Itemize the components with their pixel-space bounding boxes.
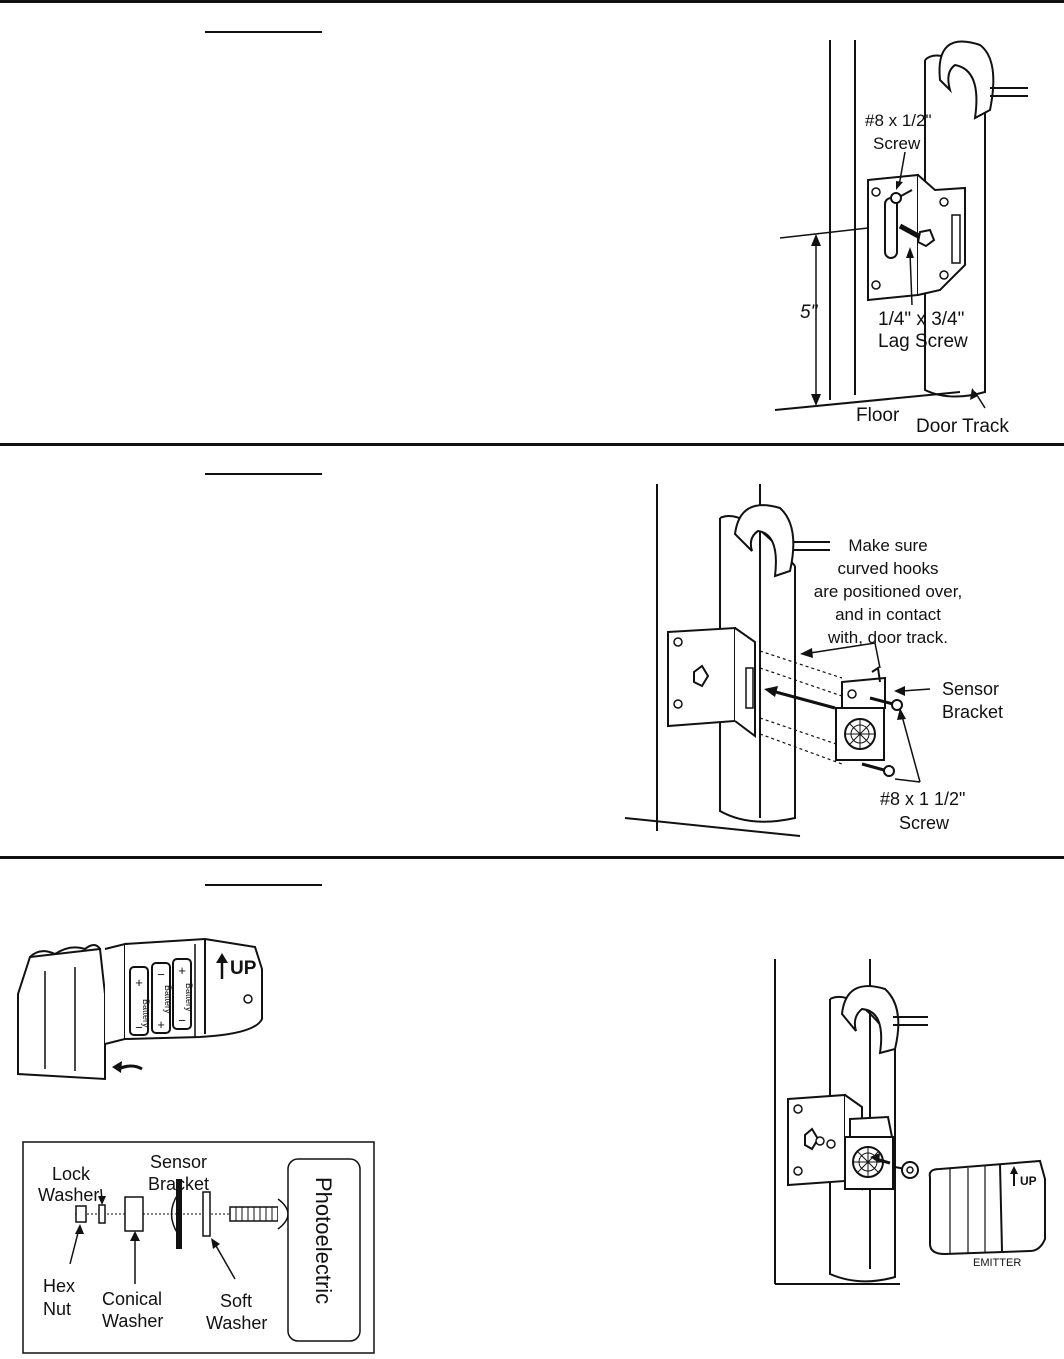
conical-washer-label-1: Conical [102, 1289, 162, 1309]
door-track-label: Door Track [916, 416, 1009, 437]
sensor-bracket [841, 666, 886, 713]
battery-2-minus: − [157, 967, 165, 982]
sensor-bracket-part-label-1: Sensor [150, 1152, 207, 1172]
top-rule [0, 0, 1064, 3]
sensor-bracket-plate-icon [176, 1179, 182, 1249]
sensor-bracket-part-label-2: Bracket [148, 1174, 209, 1194]
emitter-up-label: UP [1020, 1174, 1037, 1188]
emitter-unit [928, 1159, 1046, 1256]
soft-washer-icon [202, 1191, 211, 1237]
step2-note-line-1: Make sure [848, 536, 927, 555]
step1-illustration: #8 x 1/2" Screw 1/4" x 3/4" Lag Screw 5"… [774, 40, 1028, 437]
sensor-bracket-label-2: Bracket [942, 702, 1003, 722]
exploded-parts [75, 1158, 361, 1342]
lock-washer-icon [98, 1204, 106, 1224]
emitter-label: EMITTER [973, 1257, 1021, 1269]
step3-illustration: + Battery − − Battery + + Battery − UP [17, 937, 1046, 1354]
battery-3-minus: − [178, 1013, 186, 1028]
door-track [829, 985, 928, 1283]
bracket-screw-icon [861, 696, 903, 777]
soft-washer-label-2: Washer [206, 1313, 267, 1333]
washer-and-nut-icon [815, 1136, 919, 1179]
floor-label: Floor [856, 405, 900, 426]
battery-3-plus: + [178, 963, 186, 978]
battery-1-minus: − [135, 1020, 143, 1035]
step1-screw-label-1: #8 x 1/2" [865, 111, 932, 130]
door-track [924, 40, 1028, 398]
mounting-bracket [867, 173, 966, 302]
step3-heading-underline [205, 884, 322, 886]
hex-nut-label-1: Hex [43, 1276, 75, 1296]
conical-washer-label-2: Washer [102, 1311, 163, 1331]
step3-panel: + Battery − − Battery + + Battery − UP [0, 859, 1064, 1359]
step2-heading-underline [205, 473, 322, 475]
battery-2-plus: + [157, 1017, 165, 1032]
small-screw-icon [890, 189, 913, 204]
battery-3-label: Battery [184, 983, 194, 1012]
mounted-bracket [667, 626, 756, 738]
height-dimension-label: 5" [800, 302, 819, 323]
battery-1-label: Battery [141, 999, 151, 1028]
up-label: UP [230, 958, 257, 979]
step2-illustration: Make sure curved hooks are positioned ov… [624, 484, 1003, 837]
conical-washer-icon [124, 1196, 144, 1232]
hex-nut-label-2: Nut [43, 1299, 71, 1319]
lag-screw-icon [898, 223, 936, 248]
photo-sensor-icon [835, 707, 885, 761]
up-arrow-icon [216, 953, 228, 979]
lock-washer-label-2: Washer [38, 1185, 99, 1205]
step1-lag-label-2: Lag Screw [878, 331, 968, 352]
threaded-stud-icon [229, 1198, 289, 1230]
section-divider-2 [0, 856, 1064, 859]
section-divider-1 [0, 443, 1064, 446]
lock-washer-label-1: Lock [52, 1164, 91, 1184]
step1-heading-underline [205, 31, 322, 33]
step2-note-line-5: with, door track. [827, 628, 948, 647]
photo-sensor-icon [844, 1136, 894, 1190]
photoelectric-label: Photoelectric [311, 1177, 336, 1304]
battery-icon [129, 958, 192, 1036]
battery-1-plus: + [135, 975, 143, 990]
step1-panel: #8 x 1/2" Screw 1/4" x 3/4" Lag Screw 5"… [0, 0, 1064, 443]
step1-lag-label-1: 1/4" x 3/4" [878, 309, 964, 330]
step2-note-line-3: are positioned over, [814, 582, 962, 601]
step2-screw-label-2: Screw [899, 813, 950, 833]
door-track [719, 504, 830, 823]
step2-note-line-4: and in contact [835, 605, 941, 624]
step2-screw-label-1: #8 x 1 1/2" [880, 789, 965, 809]
step2-panel: Make sure curved hooks are positioned ov… [0, 446, 1064, 856]
hex-nut-icon [75, 1205, 87, 1223]
step1-screw-label-2: Screw [873, 134, 921, 153]
soft-washer-label-1: Soft [220, 1291, 252, 1311]
photoelectric-unit [287, 1158, 361, 1342]
rotate-arrow-icon [112, 1061, 143, 1073]
step2-note-line-2: curved hooks [837, 559, 938, 578]
sensor-bracket-label-1: Sensor [942, 679, 999, 699]
battery-2-label: Battery [163, 985, 173, 1014]
